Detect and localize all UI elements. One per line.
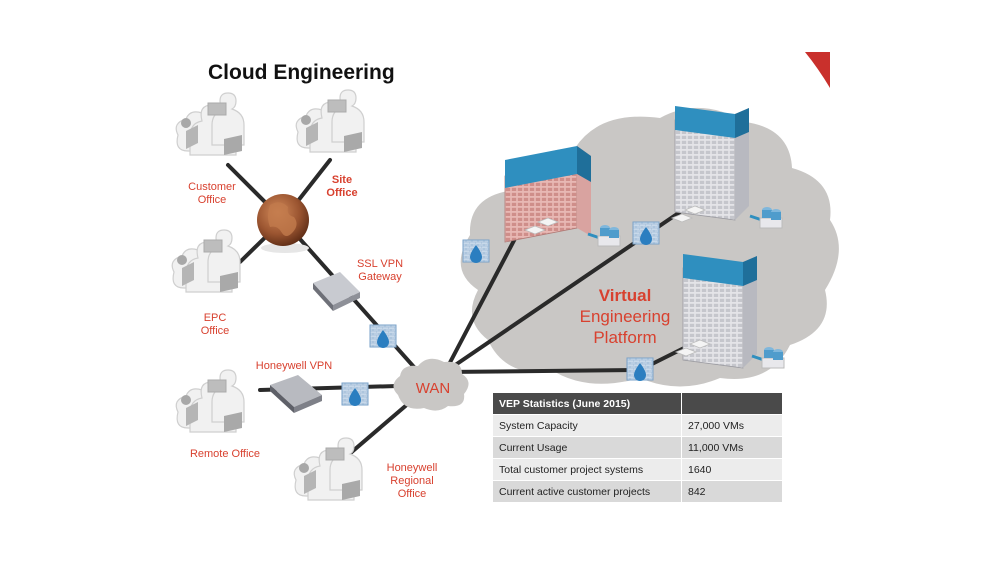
table-row: Current Usage 11,000 VMs xyxy=(493,436,783,459)
vep-platform-label: Virtual Engineering Platform xyxy=(560,285,690,348)
label-line: Customer xyxy=(188,181,236,193)
honeywell-vpn-icon xyxy=(270,375,322,413)
stat-label: Current Usage xyxy=(493,436,682,459)
firewall-icon xyxy=(341,382,369,407)
table-header-cell: VEP Statistics (June 2015) xyxy=(493,393,682,415)
wan-label: WAN xyxy=(415,380,451,397)
server-rack-icon xyxy=(674,106,749,221)
honeywell-vpn-label: Honeywell VPN xyxy=(255,360,333,372)
table-row: Total customer project systems 1640 xyxy=(493,458,783,481)
switch-icons xyxy=(523,205,712,357)
regional-office-icon xyxy=(293,437,363,501)
customer-office-icon xyxy=(175,92,245,156)
server-rack-icon xyxy=(504,146,591,243)
label-line: Office xyxy=(197,194,227,206)
ssl-vpn-gateway-label: SSL VPN Gateway xyxy=(348,258,412,284)
vep-statistics-table: VEP Statistics (June 2015) System Capaci… xyxy=(493,393,783,502)
database-icon xyxy=(751,347,785,369)
stat-value: 1640 xyxy=(681,458,783,481)
label-line: Gateway xyxy=(358,271,402,283)
ssl-vpn-gateway-icon xyxy=(313,272,360,311)
epc-office-icon xyxy=(171,229,241,293)
stat-label: Current active customer projects xyxy=(493,480,682,502)
database-icon xyxy=(587,225,621,247)
customer-office-label: Customer Office xyxy=(180,181,244,207)
page-title: Cloud Engineering xyxy=(208,61,395,84)
label-line: Platform xyxy=(593,328,657,347)
label-line: Office xyxy=(200,325,230,337)
stat-value: 11,000 VMs xyxy=(681,436,783,459)
table-header-row: VEP Statistics (June 2015) xyxy=(493,393,783,415)
label-line: Office xyxy=(326,187,358,199)
label-line: Virtual xyxy=(598,286,652,305)
label-line: EPC xyxy=(203,312,227,324)
stat-label: System Capacity xyxy=(493,414,682,437)
label-line: Honeywell xyxy=(386,462,438,474)
label-line: Office xyxy=(397,488,427,500)
epc-office-label: EPC Office xyxy=(190,312,240,338)
firewall-icon xyxy=(632,221,660,246)
label-line: Site xyxy=(331,174,353,186)
database-icon xyxy=(749,207,783,229)
site-office-icon xyxy=(295,89,365,153)
table-header-cell xyxy=(681,393,783,415)
firewall-icon xyxy=(369,324,397,349)
site-office-label: Site Office xyxy=(312,174,372,200)
firewall-icon xyxy=(626,357,654,382)
remote-office-icon xyxy=(175,369,245,433)
label-line: Engineering xyxy=(579,307,671,326)
firewall-icon xyxy=(462,239,490,264)
stat-label: Total customer project systems xyxy=(493,458,682,481)
stat-value: 842 xyxy=(681,480,783,502)
label-line: SSL VPN xyxy=(356,258,404,270)
stat-value: 27,000 VMs xyxy=(681,414,783,437)
table-row: Current active customer projects 842 xyxy=(493,480,783,502)
label-line: Regional xyxy=(390,475,434,487)
wan-cloud-icon xyxy=(393,358,469,411)
corner-ribbon-icon xyxy=(805,52,830,88)
regional-office-label: Honeywell Regional Office xyxy=(380,462,444,501)
table-row: System Capacity 27,000 VMs xyxy=(493,414,783,437)
remote-office-label: Remote Office xyxy=(189,448,261,460)
globe-icon xyxy=(257,194,309,253)
